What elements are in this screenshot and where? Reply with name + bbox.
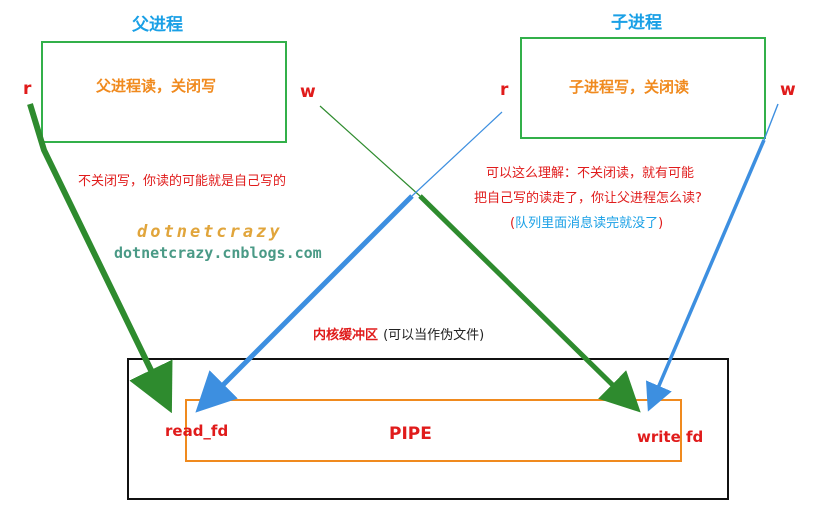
child-write-arrow: [646, 139, 766, 412]
parent-read-arrow: [27, 103, 173, 414]
parent-write-arrow-thin: [319, 105, 421, 197]
child-write-arrow-thin: [763, 103, 779, 141]
child-note-line1: 可以这么理解：不关闭读，就有可能: [486, 166, 695, 181]
parent-read-end-label: r: [23, 79, 32, 99]
child-note-line2: 把自己写的读走了，你让父进程怎么读?: [474, 191, 702, 206]
child-note-line3: (队列里面消息读完就没了): [510, 212, 663, 231]
kernel-buffer-caption: 内核缓冲区 (可以当作伪文件): [313, 324, 484, 343]
child-box-label: 子进程写，关闭读: [569, 78, 690, 96]
pipe-box: [185, 399, 682, 462]
kernel-buffer-box: [127, 358, 729, 500]
read-fd-label: read_fd: [165, 422, 229, 440]
parent-process-title: 父进程: [132, 15, 183, 35]
kernel-buffer-title: 内核缓冲区: [313, 328, 379, 343]
watermark-line1: dotnetcrazy: [137, 222, 283, 242]
parent-note: 不关闭写，你读的可能就是自己写的: [78, 174, 287, 189]
write-fd-label: write fd: [637, 428, 704, 446]
watermark-line2: dotnetcrazy.cnblogs.com: [114, 244, 322, 262]
child-read-arrow-thin: [411, 111, 503, 197]
parent-write-end-label: w: [300, 82, 316, 102]
kernel-buffer-subtitle: (可以当作伪文件): [383, 328, 485, 343]
child-read-end-label: r: [500, 80, 509, 100]
child-note-queue-text: 队列里面消息读完就没了: [515, 216, 659, 231]
child-note-paren-open: (: [510, 216, 516, 231]
child-read-arrow: [195, 194, 414, 413]
parent-box-label: 父进程读，关闭写: [96, 77, 217, 95]
child-process-box: [520, 37, 766, 139]
pipe-label: PIPE: [389, 424, 432, 444]
child-write-end-label: w: [780, 80, 796, 100]
parent-process-box: [41, 41, 287, 143]
parent-write-arrow: [418, 194, 641, 413]
child-note-paren-close: ): [658, 216, 664, 231]
child-process-title: 子进程: [611, 13, 662, 33]
